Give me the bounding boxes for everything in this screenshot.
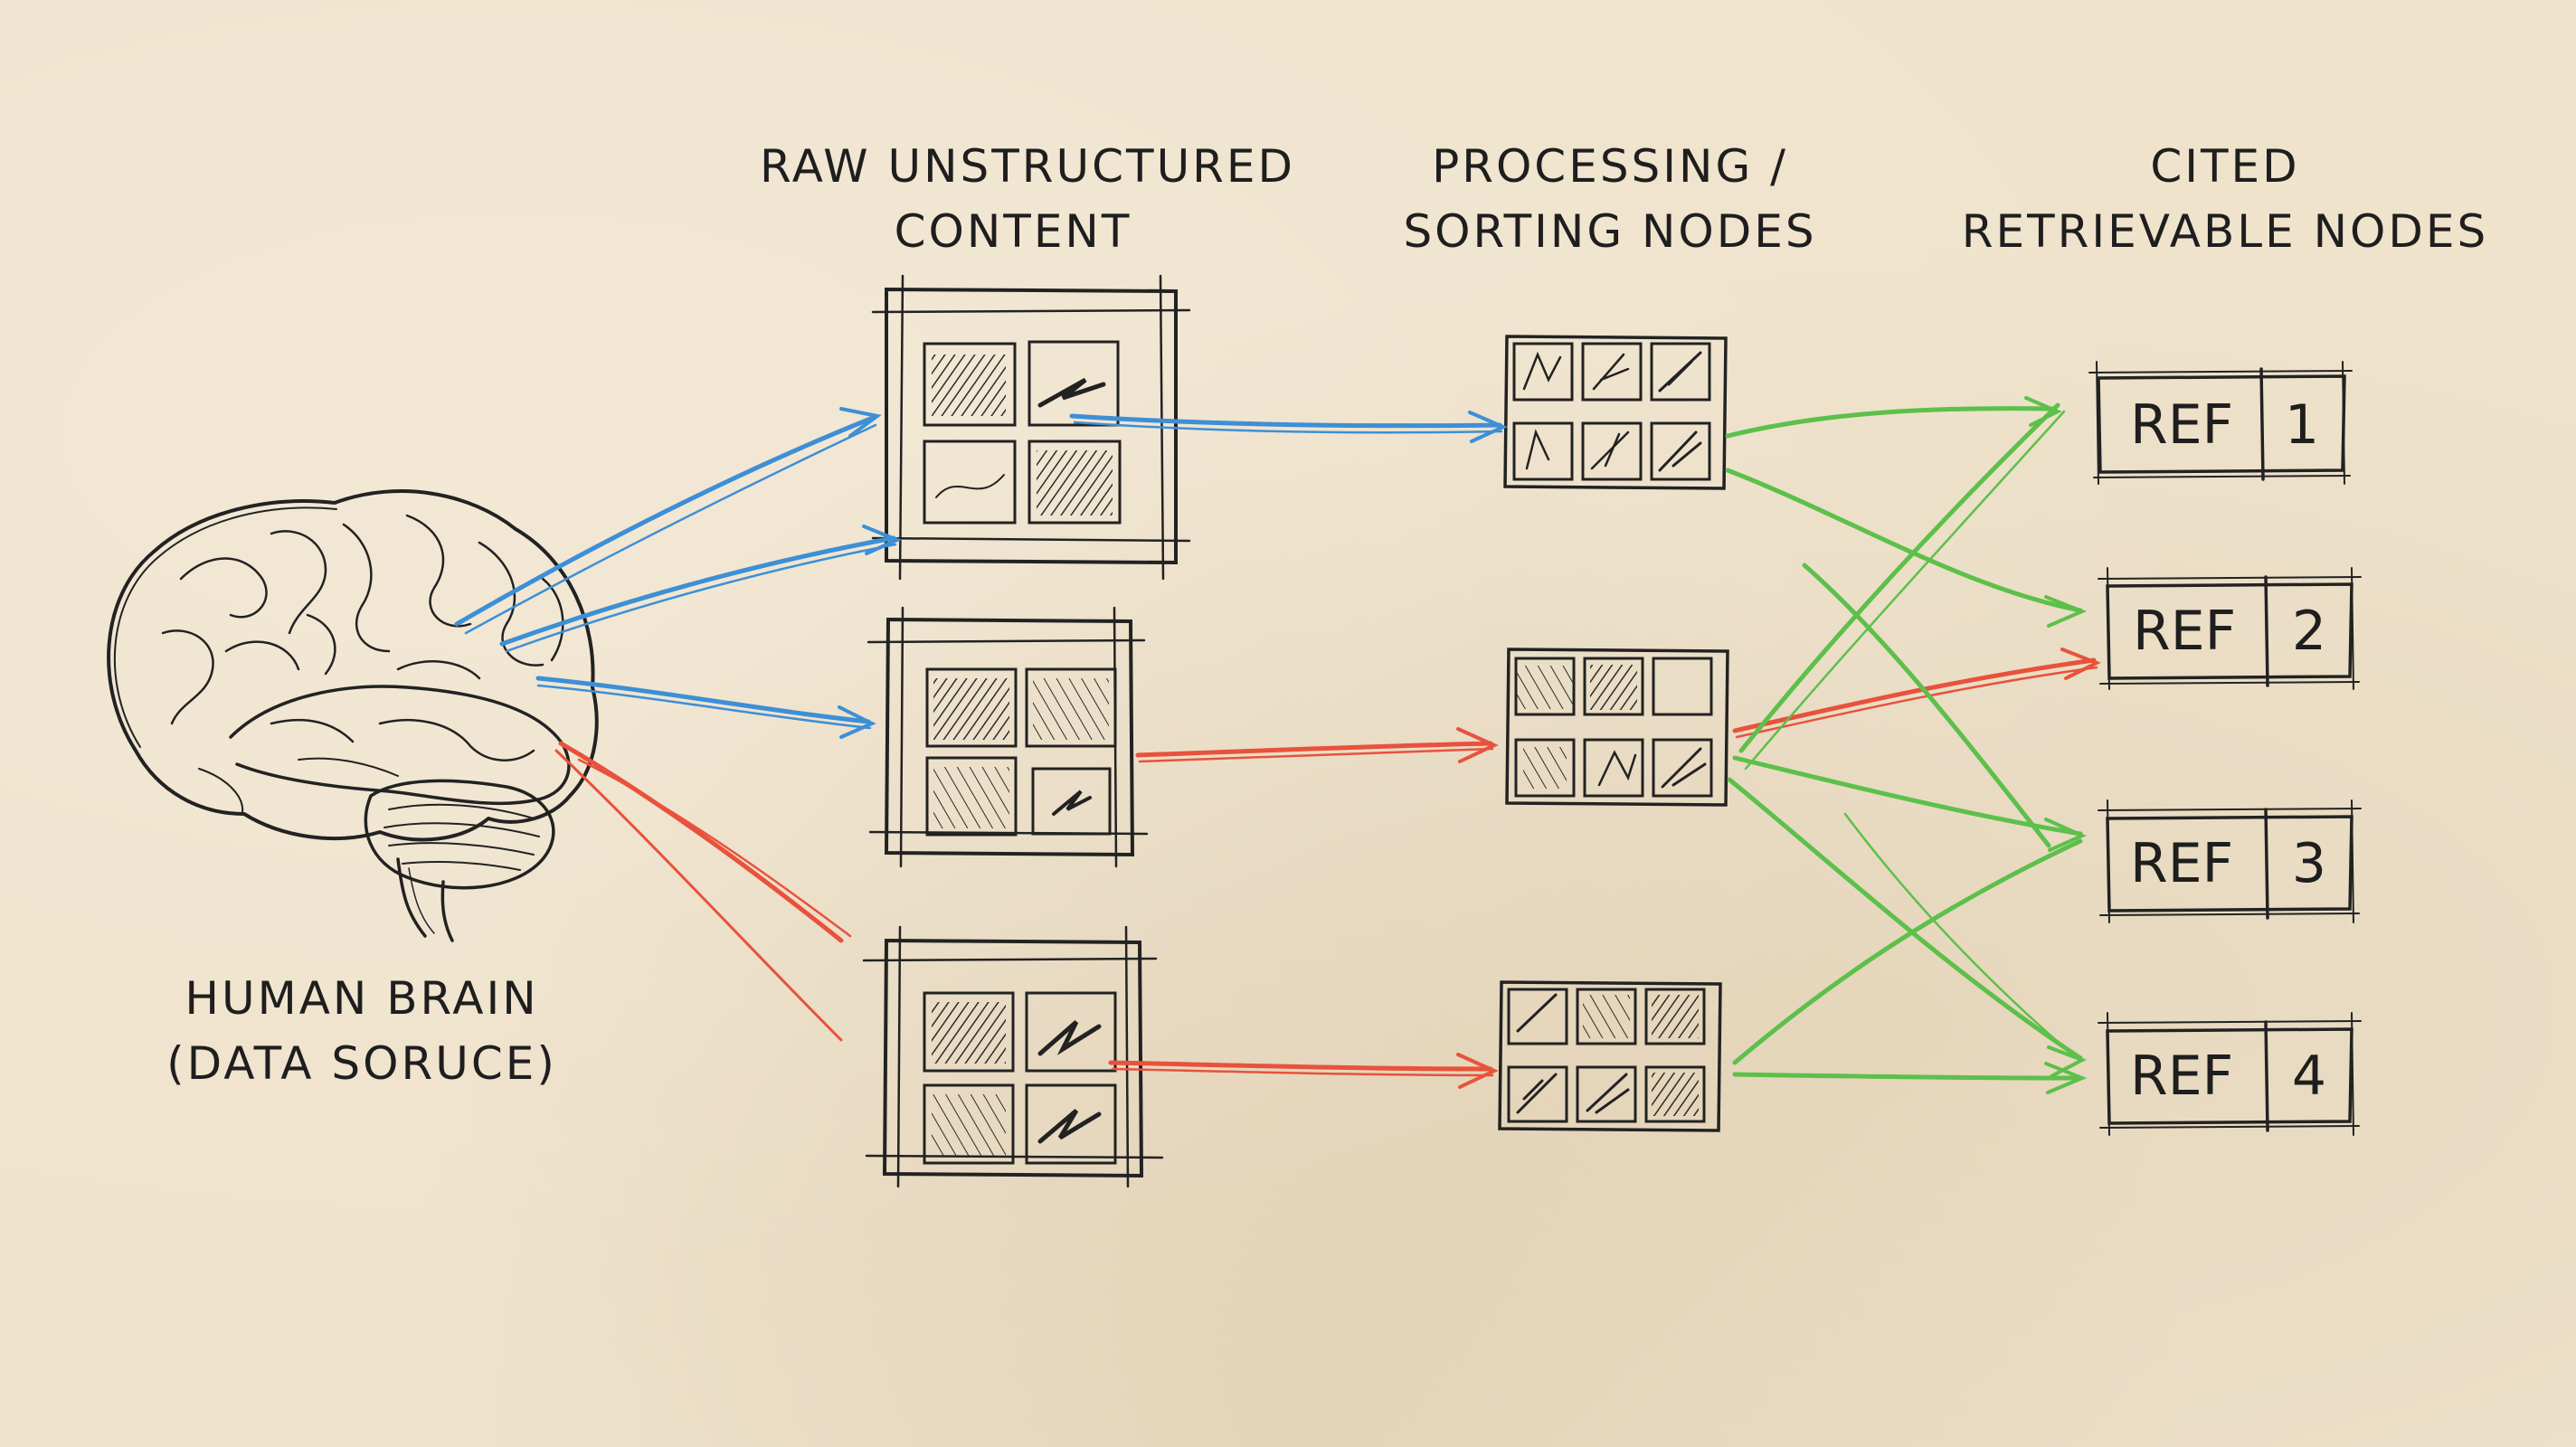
ref-box-2: [2098, 567, 2362, 690]
label-human-brain: HUMAN BRAIN (DATA SORUCE): [127, 966, 597, 1096]
ref-box-1: [2088, 361, 2353, 485]
ref-2-label: REF: [2133, 600, 2236, 663]
label-cited-line-2: RETRIEVABLE NODES: [1961, 205, 2489, 258]
processing-node-grid-3: [1498, 980, 1722, 1132]
processing-node-grid-1: [1503, 335, 1728, 490]
raw-content-box-2: [867, 606, 1149, 868]
label-processing-line-2: SORTING NODES: [1403, 205, 1817, 258]
label-raw-content: RAW UNSTRUCTURED CONTENT: [760, 134, 1296, 264]
label-brain-line-1: HUMAN BRAIN: [185, 972, 539, 1025]
label-processing-line-1: PROCESSING /: [1432, 140, 1788, 193]
processing-node-grid-2: [1505, 648, 1729, 807]
label-cited-line-1: CITED: [2150, 140, 2300, 193]
ref-box-3: [2098, 799, 2362, 923]
ref-4-label: REF: [2130, 1045, 2233, 1108]
red-arrows: [554, 648, 2101, 1089]
ref-3-number: 3: [2292, 832, 2326, 895]
ref-box-4: [2098, 1012, 2362, 1136]
ref-1-label: REF: [2130, 393, 2233, 457]
label-raw-line-2: CONTENT: [894, 205, 1132, 258]
raw-content-box-1: [871, 274, 1191, 581]
blue-arrows: [454, 407, 1508, 739]
label-brain-line-2: (DATA SORUCE): [166, 1037, 557, 1090]
raw-content-box-3: [862, 925, 1164, 1188]
green-arrows: [1725, 396, 2088, 1094]
ref-4-number: 4: [2292, 1045, 2326, 1108]
ref-3-label: REF: [2130, 832, 2233, 895]
label-raw-line-1: RAW UNSTRUCTURED: [760, 140, 1296, 193]
ref-2-number: 2: [2292, 600, 2326, 663]
label-processing-nodes: PROCESSING / SORTING NODES: [1357, 134, 1863, 264]
brain-icon: [107, 489, 599, 942]
ref-1-number: 1: [2285, 393, 2319, 457]
label-cited-nodes: CITED RETRIEVABLE NODES: [1945, 134, 2505, 264]
